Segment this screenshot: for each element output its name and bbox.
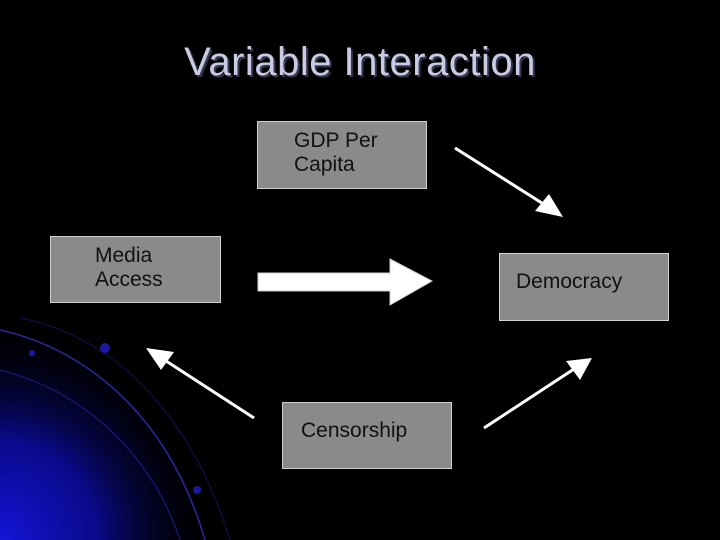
node-democracy: Democracy xyxy=(499,253,669,321)
node-media-access: Media Access xyxy=(50,236,221,303)
swoosh-dot xyxy=(29,350,35,356)
node-gdp-per-capita: GDP Per Capita xyxy=(257,121,427,189)
blue-swoosh xyxy=(0,318,215,540)
swoosh-line xyxy=(0,329,206,540)
node-gdp-line2: Capita xyxy=(294,153,355,176)
node-censorship: Censorship xyxy=(282,402,452,469)
arrow-gdp-to-democracy xyxy=(454,146,563,217)
slide-title: Variable Interaction xyxy=(184,40,536,84)
arrow-media-to-democracy xyxy=(257,258,434,306)
node-gdp-line1: GDP Per xyxy=(294,129,378,152)
swoosh-line xyxy=(0,369,181,540)
swoosh-line xyxy=(19,317,231,540)
node-media-line1: Media xyxy=(95,244,153,267)
node-censorship-label: Censorship xyxy=(301,419,408,442)
node-democracy-label: Democracy xyxy=(516,270,623,293)
arrow-censorship-to-media xyxy=(146,348,255,420)
node-media-line2: Access xyxy=(95,268,163,291)
arrow-censorship-to-democracy xyxy=(483,358,592,430)
swoosh-dot xyxy=(193,486,201,494)
swoosh-dot xyxy=(100,343,110,353)
